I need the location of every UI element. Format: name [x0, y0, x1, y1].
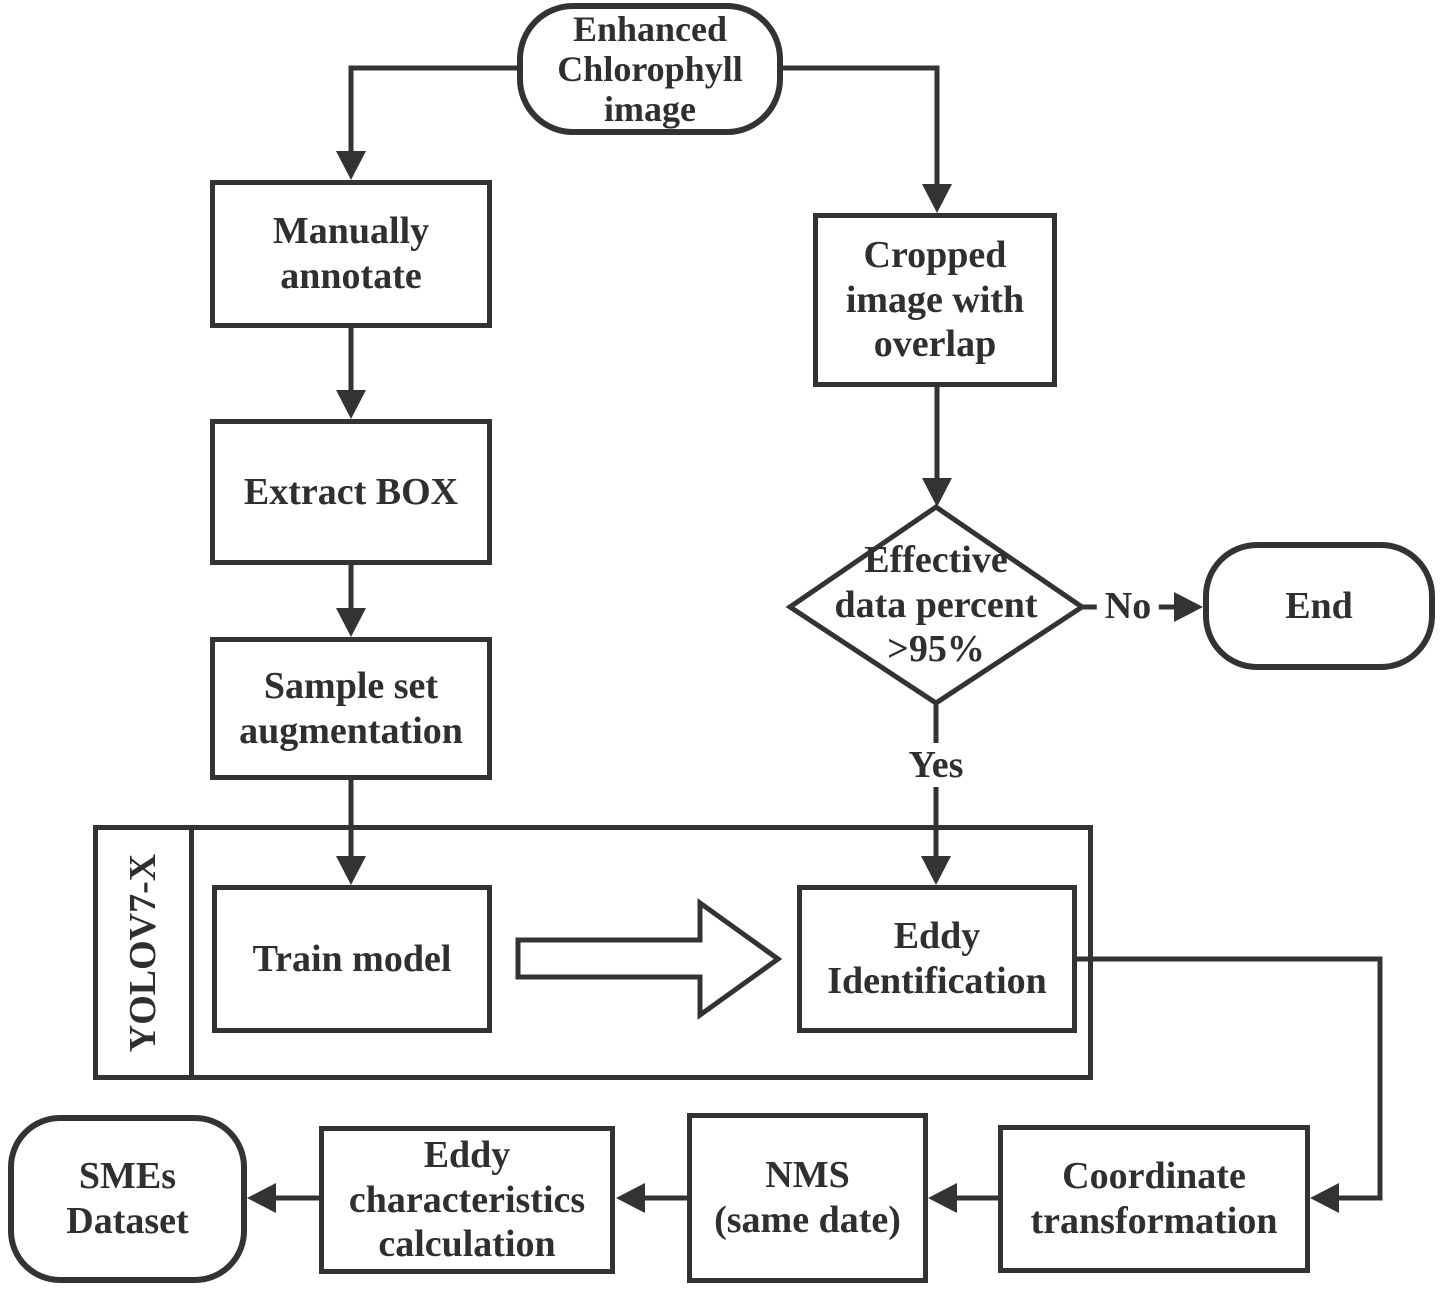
node-sample-set-augmentation: Sample set augmentation: [210, 637, 492, 780]
arrowhead-into-extract: [336, 390, 366, 419]
edge-label-yes: Yes: [900, 743, 972, 787]
arrowhead-into-sampleset: [336, 608, 366, 637]
arrowhead-into-annotate: [336, 151, 366, 180]
yolov7x-label: YOLOV7-X: [122, 853, 165, 1052]
edge-start-to-annotate: [348, 65, 517, 152]
arrowhead-into-coordinate: [1310, 1183, 1339, 1213]
node-eddy-characteristics-calculation: Eddy characteristics calculation: [319, 1126, 615, 1274]
edge-start-to-cropped: [782, 65, 940, 184]
arrowhead-into-decision: [922, 478, 952, 507]
edge-eddyid-to-coordinate: [1077, 956, 1383, 1201]
node-eddy-identification: Eddy Identification: [797, 885, 1077, 1033]
arrowhead-into-nms: [928, 1183, 957, 1213]
block-arrow-train-to-eddyid: [515, 898, 783, 1020]
decision-diamond-shape: [785, 503, 1087, 706]
arrowhead-into-end: [1174, 592, 1203, 622]
arrowhead-into-cropped: [922, 184, 952, 213]
node-enhanced-chlorophyll-image: Enhanced Chlorophyll image: [517, 3, 783, 135]
node-decision-effective-data-percent: Effective data percent >95%: [834, 538, 1038, 671]
node-end: End: [1203, 542, 1435, 670]
node-extract-box: Extract BOX: [210, 419, 492, 565]
node-coordinate-transformation: Coordinate transformation: [998, 1125, 1310, 1273]
yolov7x-container: YOLOV7-X: [93, 825, 1093, 1080]
arrowhead-into-smes: [247, 1183, 276, 1213]
node-cropped-image-with-overlap: Cropped image with overlap: [813, 213, 1057, 387]
arrowhead-into-characteristics: [616, 1183, 645, 1213]
arrowhead-into-eddyid: [921, 856, 951, 885]
node-train-model: Train model: [212, 885, 492, 1033]
arrowhead-into-train: [336, 856, 366, 885]
yolov7x-label-column: YOLOV7-X: [98, 830, 194, 1075]
edge-label-no: No: [1096, 584, 1160, 628]
node-manually-annotate: Manually annotate: [210, 180, 492, 328]
node-smes-dataset: SMEs Dataset: [8, 1115, 247, 1283]
node-nms-same-date: NMS (same date): [687, 1113, 928, 1283]
